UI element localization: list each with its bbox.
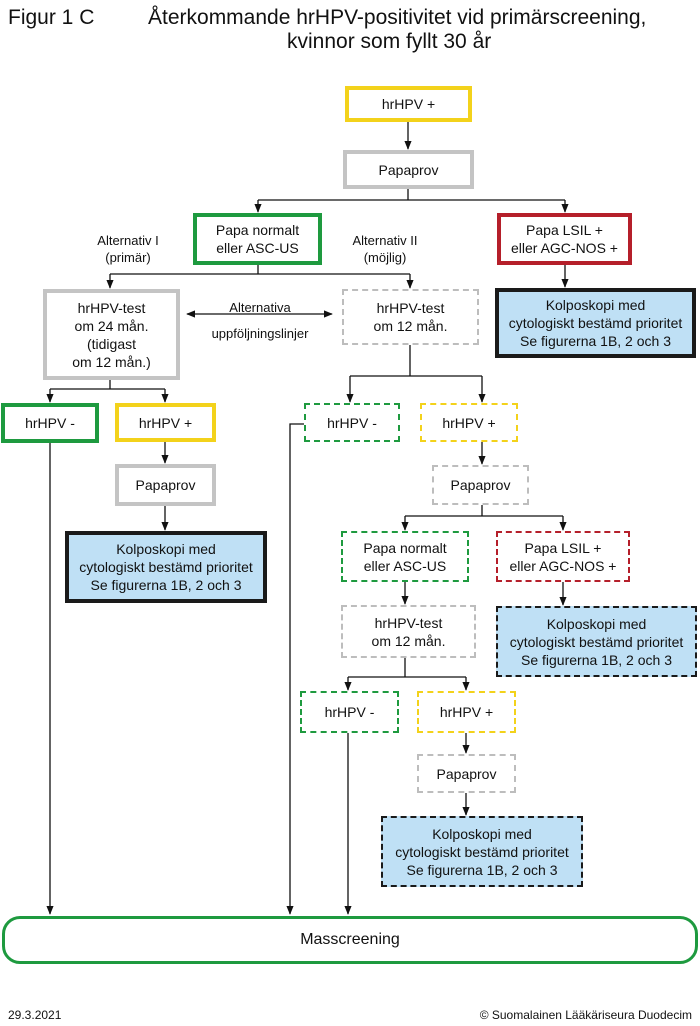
left-hrhpv-positive-box: hrHPV + xyxy=(115,403,216,442)
masscreening-box: Masscreening xyxy=(2,916,698,964)
hrhpv-test-24-box: hrHPV-test om 24 mån. (tidigast om 12 må… xyxy=(43,289,180,380)
footer-date: 29.3.2021 xyxy=(8,1008,62,1022)
mid-hrhpv-positive-box: hrHPV + xyxy=(420,403,518,442)
papa-normalt-box: Papa normalt eller ASC-US xyxy=(193,213,322,265)
mid-papa-normalt-box: Papa normalt eller ASC-US xyxy=(341,531,469,582)
left-papaprov-box: Papaprov xyxy=(115,464,216,506)
footer-copyright: © Suomalainen Lääkäriseura Duodecim xyxy=(479,1008,692,1022)
mid-kolposkopi-box: Kolposkopi med cytologiskt bestämd prior… xyxy=(496,606,697,677)
low-hrhpv-positive-box: hrHPV + xyxy=(417,691,516,733)
figure-label: Figur 1 C xyxy=(8,6,95,29)
mid-papaprov-box: Papaprov xyxy=(432,465,529,505)
alternativ-1-label: Alternativ I (primär) xyxy=(97,233,159,265)
low-papaprov-box: Papaprov xyxy=(417,754,516,793)
papaprov-box: Papaprov xyxy=(343,150,474,189)
mid-papa-lsil-box: Papa LSIL + eller AGC-NOS + xyxy=(496,531,630,582)
figure-title-line2: kvinnor som fyllt 30 år xyxy=(287,30,492,53)
hrhpv-positive-box: hrHPV + xyxy=(345,86,472,122)
alternativ-2-label: Alternativ II (möjlig) xyxy=(352,233,418,265)
left-kolposkopi-box: Kolposkopi med cytologiskt bestämd prior… xyxy=(65,531,267,603)
low-kolposkopi-box: Kolposkopi med cytologiskt bestämd prior… xyxy=(381,816,583,887)
low-hrhpv-negative-box: hrHPV - xyxy=(300,691,399,733)
alternativa-label: Alternativa uppföljningslinjer xyxy=(211,300,309,341)
kolposkopi-box-right: Kolposkopi med cytologiskt bestämd prior… xyxy=(495,288,696,358)
figure-title-line1: Återkommande hrHPV-positivitet vid primä… xyxy=(148,6,647,29)
hrhpv-test-12-box: hrHPV-test om 12 mån. xyxy=(342,289,479,345)
papa-lsil-box: Papa LSIL + eller AGC-NOS + xyxy=(497,213,632,265)
mid-hrhpv-negative-box: hrHPV - xyxy=(304,403,400,442)
left-hrhpv-negative-box: hrHPV - xyxy=(1,403,99,443)
hrhpv-test-12-second-box: hrHPV-test om 12 mån. xyxy=(341,605,476,658)
